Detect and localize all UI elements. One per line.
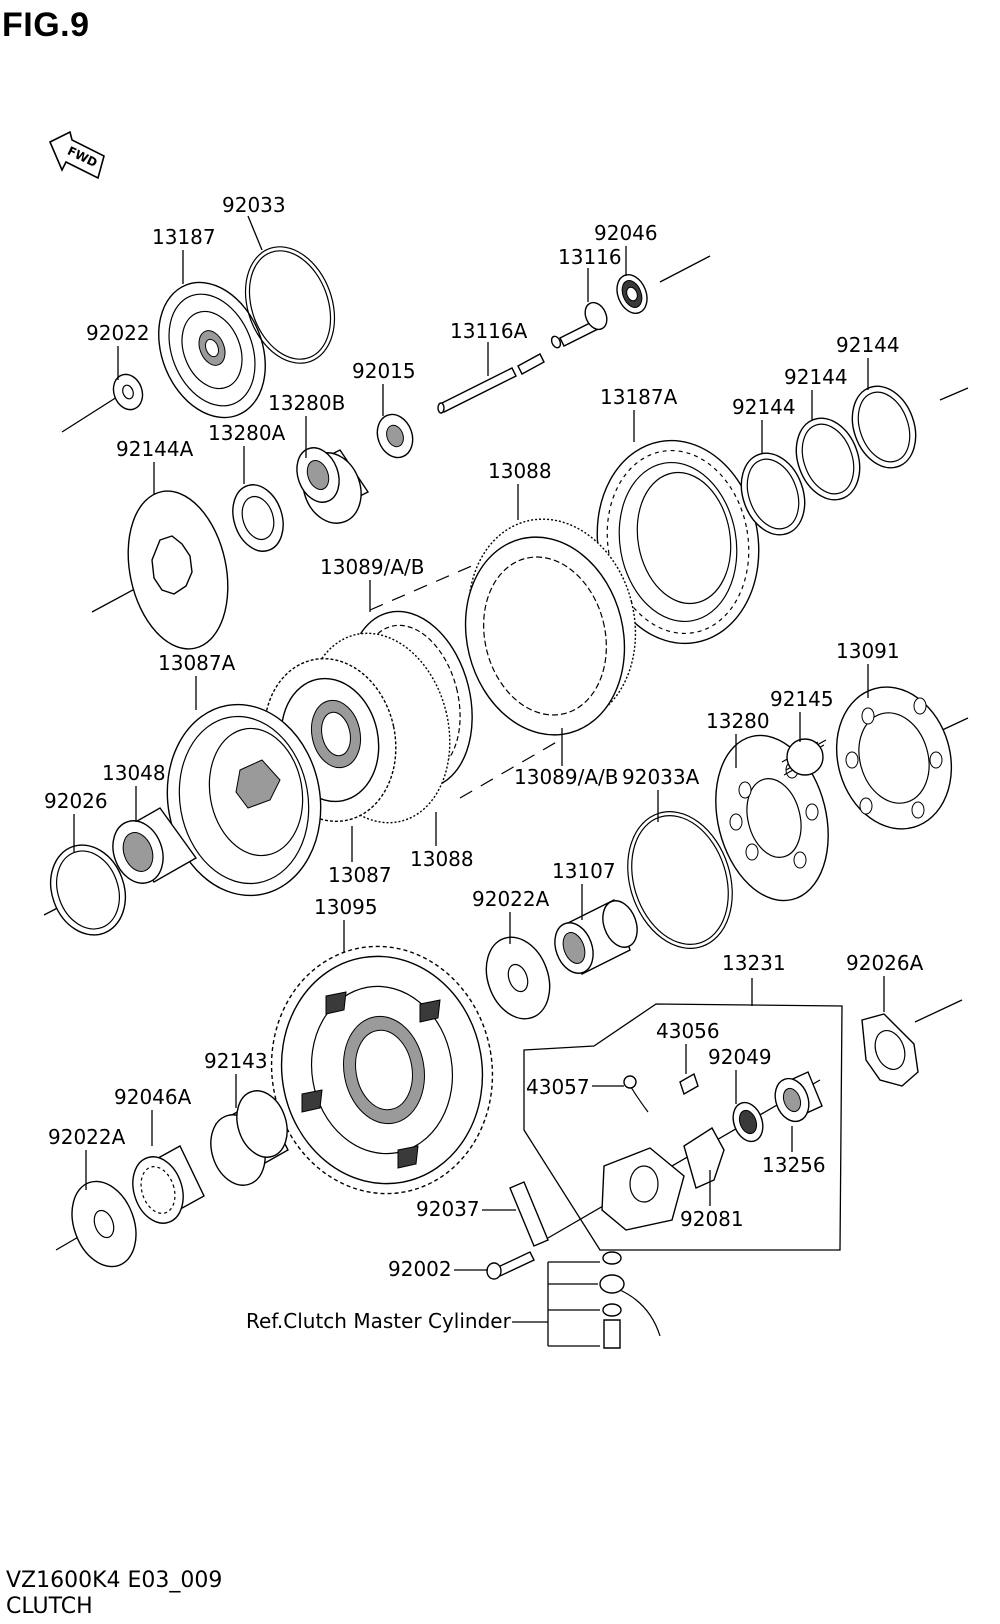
label-92037: 92037 (416, 1197, 480, 1221)
label-92145: 92145 (770, 687, 834, 711)
label-92022A-mid: 92022A (472, 887, 550, 911)
part-92026-circlip (49, 844, 127, 936)
part-92144A-plate (127, 490, 229, 650)
label-92026A: 92026A (846, 951, 924, 975)
label-13095: 13095 (314, 895, 378, 919)
label-13089-bottom: 13089/A/B (514, 765, 619, 789)
section-name: CLUTCH (6, 1594, 93, 1619)
label-13107: 13107 (552, 859, 616, 883)
part-92049-seal (732, 1101, 764, 1143)
part-13280A-spring-plate (232, 484, 284, 552)
label-92143: 92143 (204, 1049, 268, 1073)
label-92046: 92046 (594, 221, 658, 245)
label-13280: 13280 (706, 709, 770, 733)
label-43056: 43056 (656, 1019, 720, 1043)
label-92144-low: 92144 (732, 395, 796, 419)
part-labels: 92033 13187 92022 92046 13116 13116A 920… (44, 193, 924, 1333)
label-13280A: 13280A (208, 421, 286, 445)
part-13091-spring-holder (835, 686, 953, 830)
part-13095-clutch-housing (270, 945, 494, 1195)
label-13116A: 13116A (450, 319, 528, 343)
part-92143-spacer (210, 1090, 289, 1186)
label-92022A-low: 92022A (48, 1125, 126, 1149)
label-13087A: 13087A (158, 651, 236, 675)
part-13088-friction-plate (464, 518, 637, 736)
label-92026: 92026 (44, 789, 108, 813)
part-slave-cylinder-body (601, 1147, 685, 1231)
label-13256: 13256 (762, 1153, 826, 1177)
label-43057: 43057 (526, 1075, 590, 1099)
part-92015-nut (376, 413, 414, 459)
label-92002: 92002 (388, 1257, 452, 1281)
label-13048: 13048 (102, 761, 166, 785)
leader-lines (73, 215, 885, 1323)
label-92033: 92033 (222, 193, 286, 217)
label-92081: 92081 (680, 1207, 744, 1231)
part-13256-piston (774, 1071, 823, 1123)
label-13116: 13116 (558, 245, 622, 269)
part-13048-bearing-holder (112, 807, 198, 884)
part-92046A-needle-bearing (132, 1145, 205, 1224)
label-13231: 13231 (722, 951, 786, 975)
label-13087: 13087 (328, 863, 392, 887)
label-13187A: 13187A (600, 385, 678, 409)
label-92144-top: 92144 (836, 333, 900, 357)
part-13087A-pressure-plate (166, 703, 322, 897)
part-92022-washer (112, 373, 144, 411)
label-92033A: 92033A (622, 765, 700, 789)
part-43057-cap (623, 1075, 649, 1113)
figure-title: FIG.9 (2, 6, 90, 44)
part-banjo-hose-fitting (547, 1251, 661, 1349)
part-92037-dowel (509, 1181, 549, 1247)
label-ref-clutch-master-cylinder: Ref.Clutch Master Cylinder (246, 1309, 512, 1333)
part-43056-bleeder (679, 1072, 699, 1096)
part-92033-snap-ring (244, 246, 336, 364)
part-92081-boot (683, 1127, 725, 1189)
part-13280B-hub (296, 447, 370, 524)
part-92145-spring (781, 738, 827, 776)
label-13280B: 13280B (268, 391, 345, 415)
label-13089-top: 13089/A/B (320, 555, 425, 579)
fwd-arrow-icon: FWD (48, 130, 105, 180)
part-92002-bolt (486, 1251, 535, 1280)
label-13091: 13091 (836, 639, 900, 663)
label-13187: 13187 (152, 225, 216, 249)
label-13088-top: 13088 (488, 459, 552, 483)
model-code: VZ1600K4 E03_009 (6, 1568, 223, 1593)
part-13107-sleeve (554, 899, 638, 975)
part-92022A-washer (485, 936, 551, 1020)
part-13187-plate (158, 281, 266, 419)
group-13231-slave-cylinder (523, 978, 843, 1251)
part-92144-shims (740, 385, 917, 536)
part-92046-bearing (616, 274, 648, 314)
label-13088-bottom: 13088 (410, 847, 474, 871)
part-13116-pushrod (550, 301, 608, 349)
label-92022: 92022 (86, 321, 150, 345)
label-92144A: 92144A (116, 437, 194, 461)
part-92022A-washer-2 (71, 1180, 137, 1268)
label-92046A: 92046A (114, 1085, 192, 1109)
label-92049: 92049 (708, 1045, 772, 1069)
label-92144-mid: 92144 (784, 365, 848, 389)
part-92026A-cover (861, 1013, 919, 1087)
label-92015: 92015 (352, 359, 416, 383)
part-13116A-rod (437, 353, 545, 414)
